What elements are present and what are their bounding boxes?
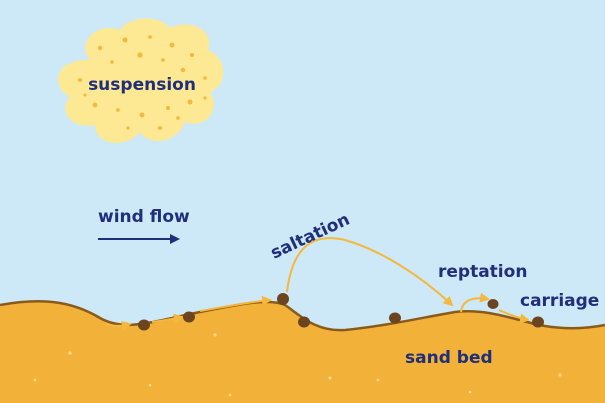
- sand-grains: [138, 293, 544, 331]
- grain-7: [532, 316, 544, 328]
- carriage-label: carriage: [520, 291, 599, 311]
- grain-6: [487, 299, 499, 309]
- suspension-cloud: suspension: [58, 18, 224, 144]
- carriage-arrow: [498, 309, 530, 324]
- suspended-particles: [78, 35, 207, 130]
- sand-bed-surface: [0, 301, 605, 403]
- saltation-trajectory: [286, 237, 454, 307]
- grain-2: [183, 311, 195, 323]
- grain-1: [138, 319, 150, 331]
- creep-arrow-1: [104, 321, 132, 331]
- grain-5: [389, 312, 401, 324]
- sand-sparkles: [33, 333, 562, 397]
- suspension-label: suspension: [88, 75, 196, 95]
- reptation-label: reptation: [438, 262, 527, 282]
- creep-arrow-3: [199, 295, 272, 312]
- creep-arrow-2: [151, 313, 184, 324]
- grain-3: [277, 293, 289, 305]
- reptation-arrow: [460, 292, 490, 313]
- sand-bed-label: sand bed: [405, 348, 493, 368]
- grain-4: [298, 316, 310, 328]
- wind-flow-label: wind flow: [98, 207, 190, 227]
